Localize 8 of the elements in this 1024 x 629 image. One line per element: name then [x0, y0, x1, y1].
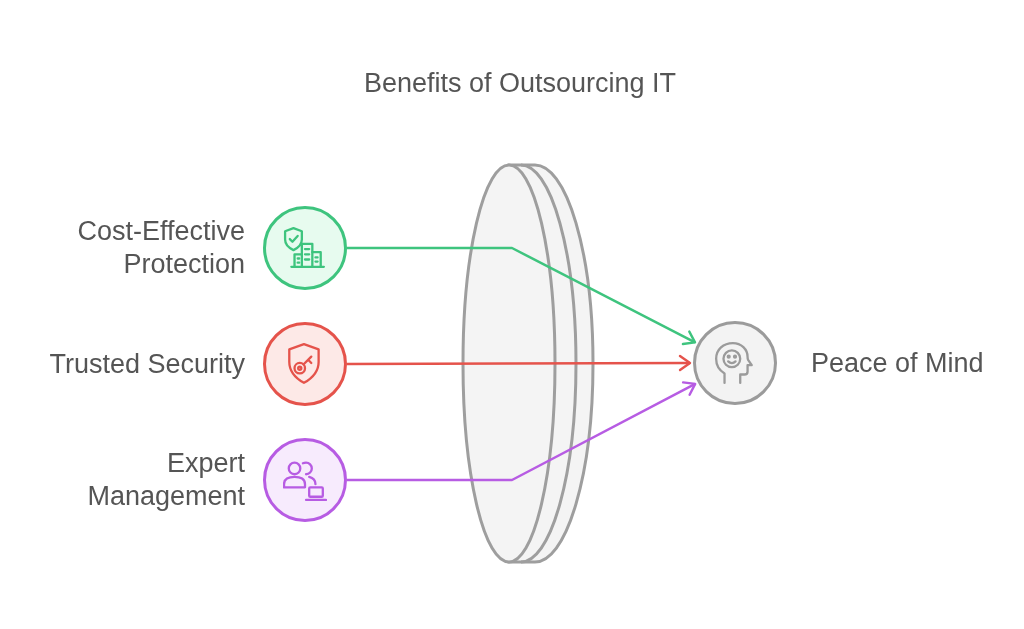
diagram-title: Benefits of Outsourcing IT: [363, 67, 677, 99]
arrow: [347, 354, 692, 372]
node-label: Trusted Security: [48, 347, 245, 381]
arrow: [347, 381, 697, 482]
node-label: Expert Management: [86, 447, 245, 513]
node-label: Cost-Effective Protection: [76, 215, 245, 281]
arrow: [347, 246, 697, 346]
node-label: Peace of Mind: [811, 346, 985, 380]
